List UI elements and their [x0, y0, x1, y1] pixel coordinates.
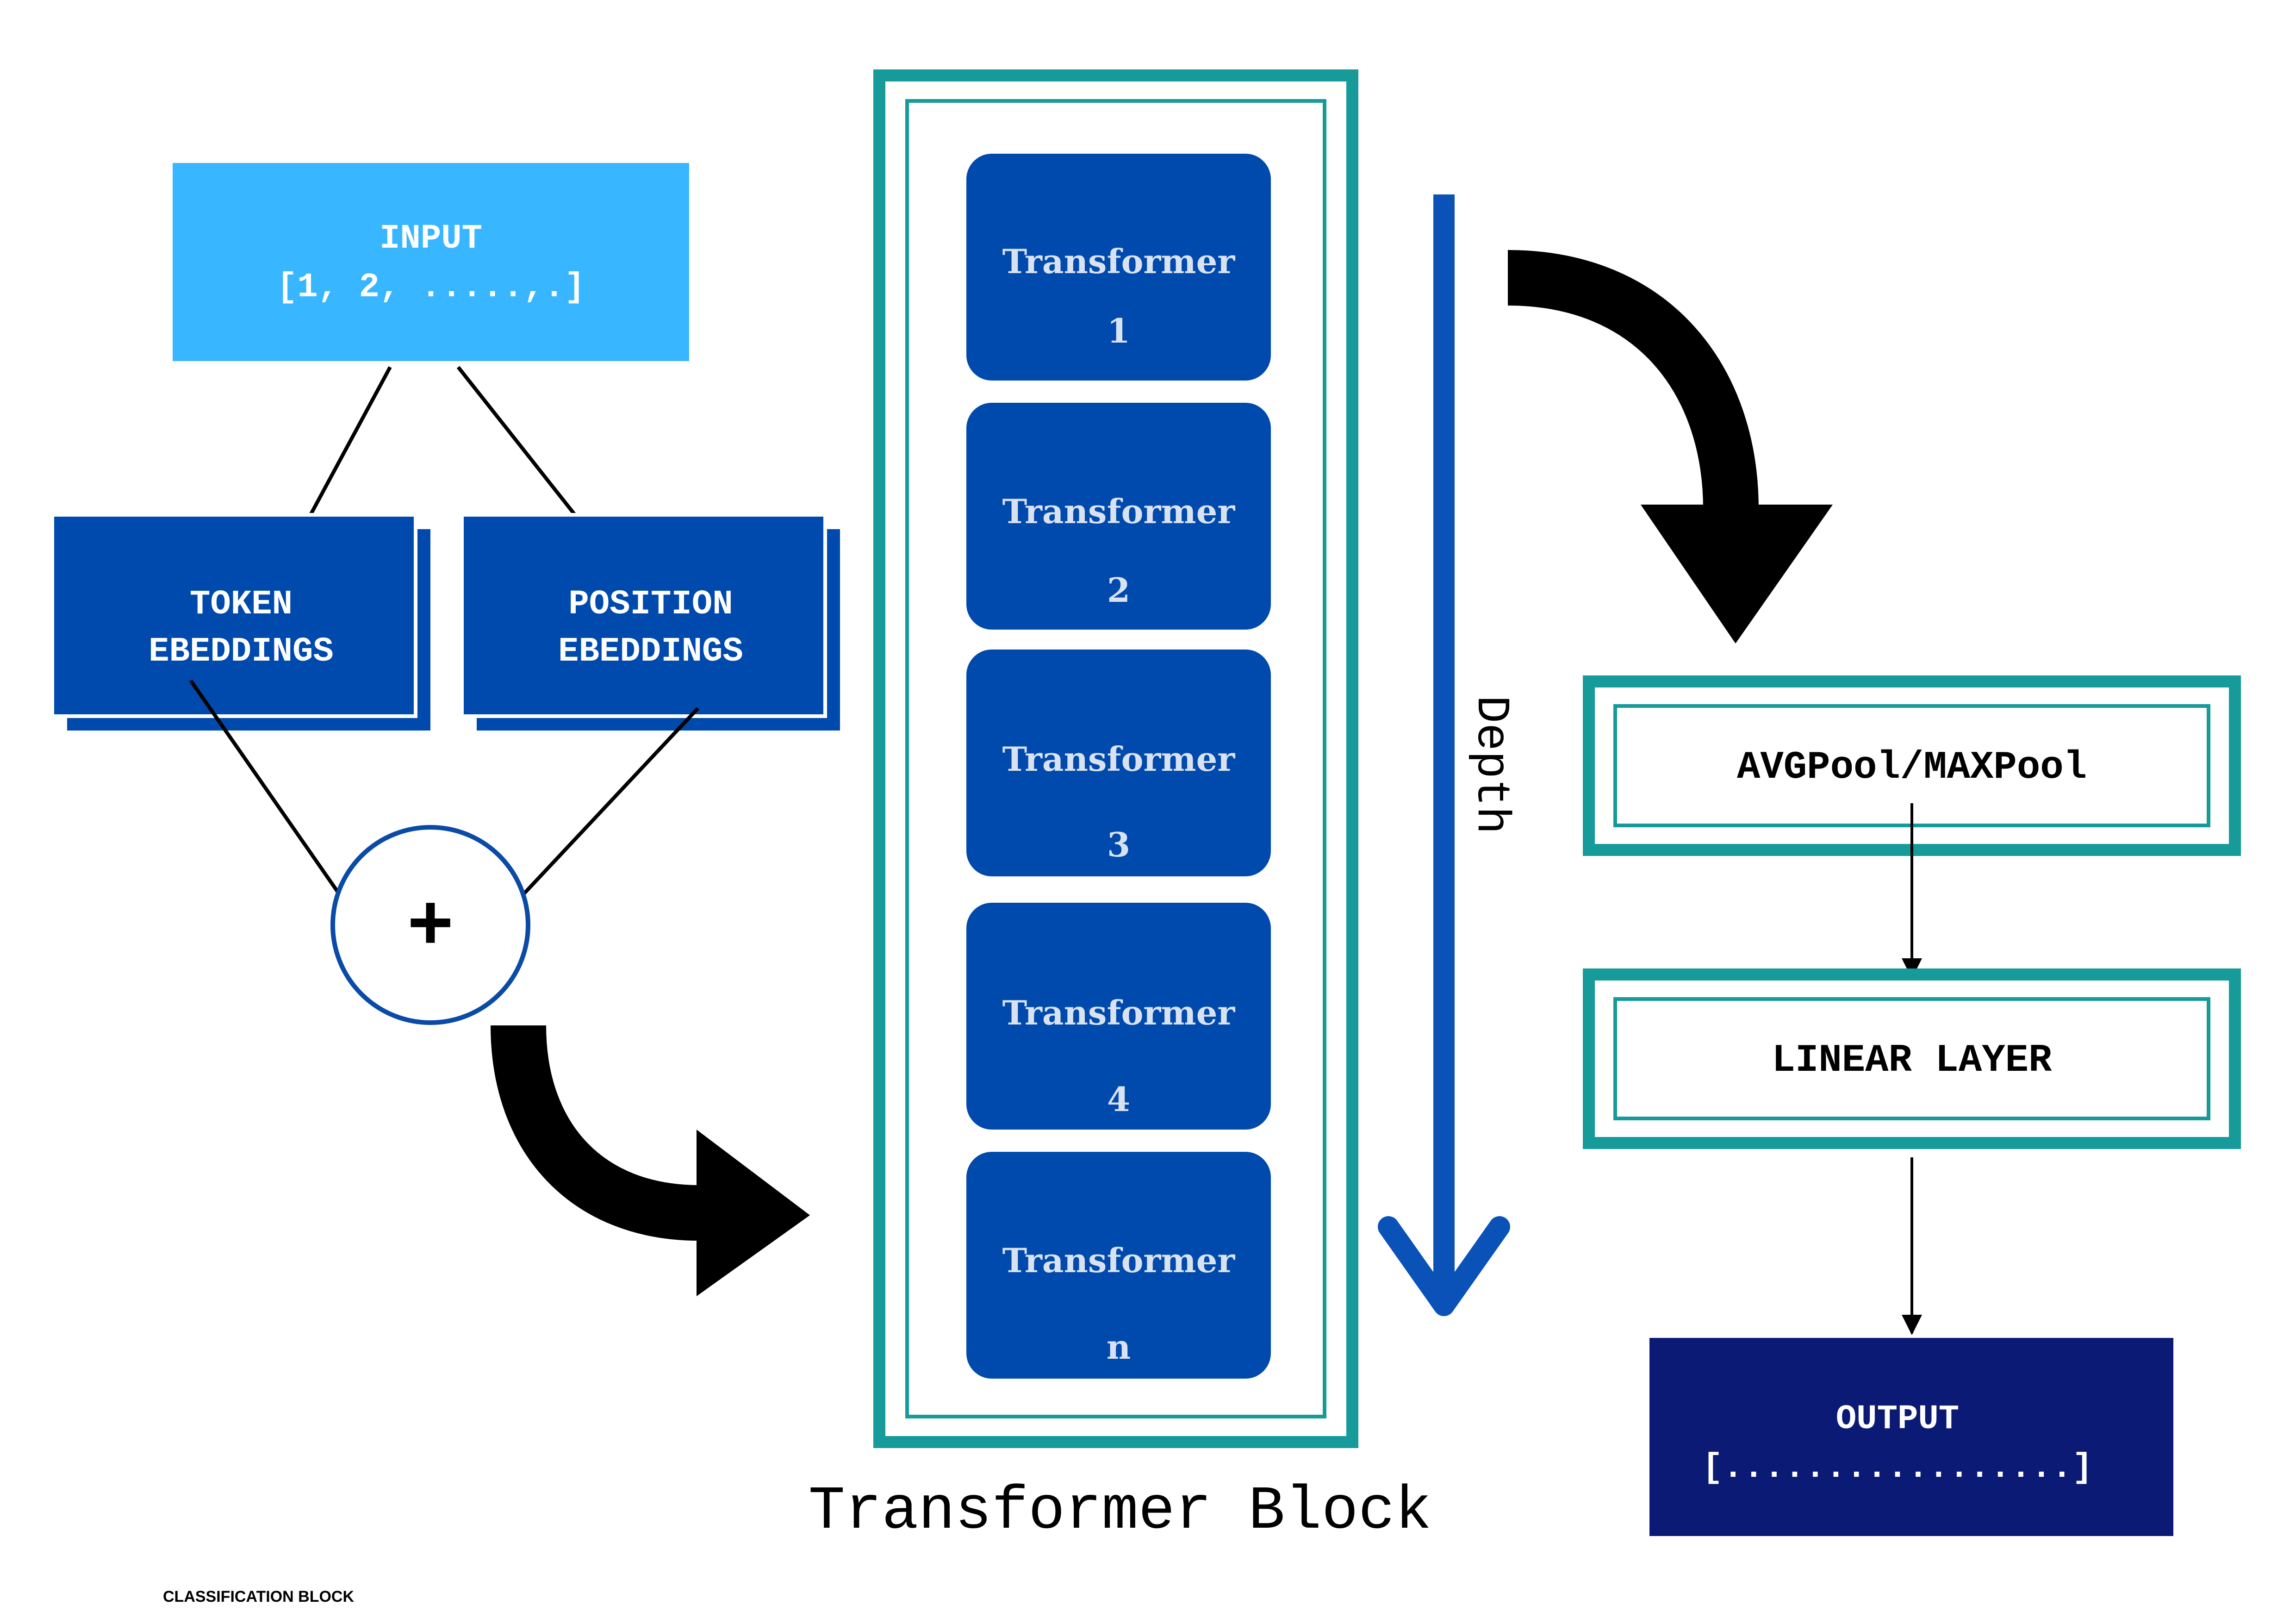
linear-layer-label: LINEAR LAYER [1772, 1039, 2052, 1083]
transformer-layer-n: Transformer n [966, 1152, 1271, 1379]
depth-arrow [1378, 194, 1510, 1316]
transformer-layer-1-index: 1 [1107, 311, 1130, 350]
transformer-layer-3: Transformer 3 [966, 650, 1271, 876]
transformer-layer-2-index: 2 [1107, 570, 1130, 610]
transformer-layer-3-index: 3 [1107, 825, 1130, 864]
classification-block-label: CLASSIFICATION BLOCK [163, 1588, 354, 1605]
transformer-layer-1-name: Transformer [1002, 242, 1236, 281]
transformer-layer-4-index: 4 [1107, 1080, 1130, 1119]
transformer-layer-2-name: Transformer [1002, 492, 1236, 531]
linear-layer-box: LINEAR LAYER [1583, 968, 2241, 1149]
position-embeddings-line1: POSITION [568, 585, 733, 624]
position-embeddings-box: POSITION EBEDDINGS [460, 513, 840, 731]
input-box: INPUT [1, 2, .....,.] [173, 163, 689, 361]
output-value: [.................] [1702, 1449, 2093, 1487]
transformer-layer-4-name: Transformer [1002, 993, 1236, 1032]
token-embeddings-box: TOKEN EBEDDINGS [50, 513, 430, 731]
transformer-layer-n-index: n [1107, 1327, 1131, 1367]
output-box: OUTPUT [.................] [1649, 1338, 2173, 1536]
transformer-layer-3-name: Transformer [1002, 739, 1236, 779]
curved-arrow-to-pooling [1507, 250, 1833, 643]
transformer-layer-2: Transformer 2 [966, 403, 1271, 630]
arrow-position-to-sum [505, 707, 699, 913]
transformer-layer-n-name: Transformer [1002, 1241, 1236, 1280]
transformer-block-caption: Transformer Block [809, 1477, 1432, 1546]
transformer-layer-4: Transformer 4 [966, 903, 1271, 1130]
transformer-layer-1: Transformer 1 [966, 154, 1271, 381]
pooling-label: AVGPool/MAXPool [1737, 746, 2087, 790]
sum-symbol: + [407, 878, 453, 966]
curved-arrow-to-transformer [491, 1025, 810, 1296]
output-title: OUTPUT [1836, 1400, 1959, 1439]
position-embeddings-line2: EBEDDINGS [558, 632, 743, 671]
token-embeddings-line1: TOKEN [190, 585, 292, 624]
sum-node: + [330, 825, 530, 1025]
transformer-block [873, 69, 1358, 1448]
input-title: INPUT [380, 219, 482, 258]
input-value: [1, 2, .....,.] [277, 268, 585, 307]
token-embeddings-line2: EBEDDINGS [149, 632, 334, 671]
depth-label: Depth [1464, 695, 1517, 834]
arrow-token-to-sum [189, 679, 354, 914]
